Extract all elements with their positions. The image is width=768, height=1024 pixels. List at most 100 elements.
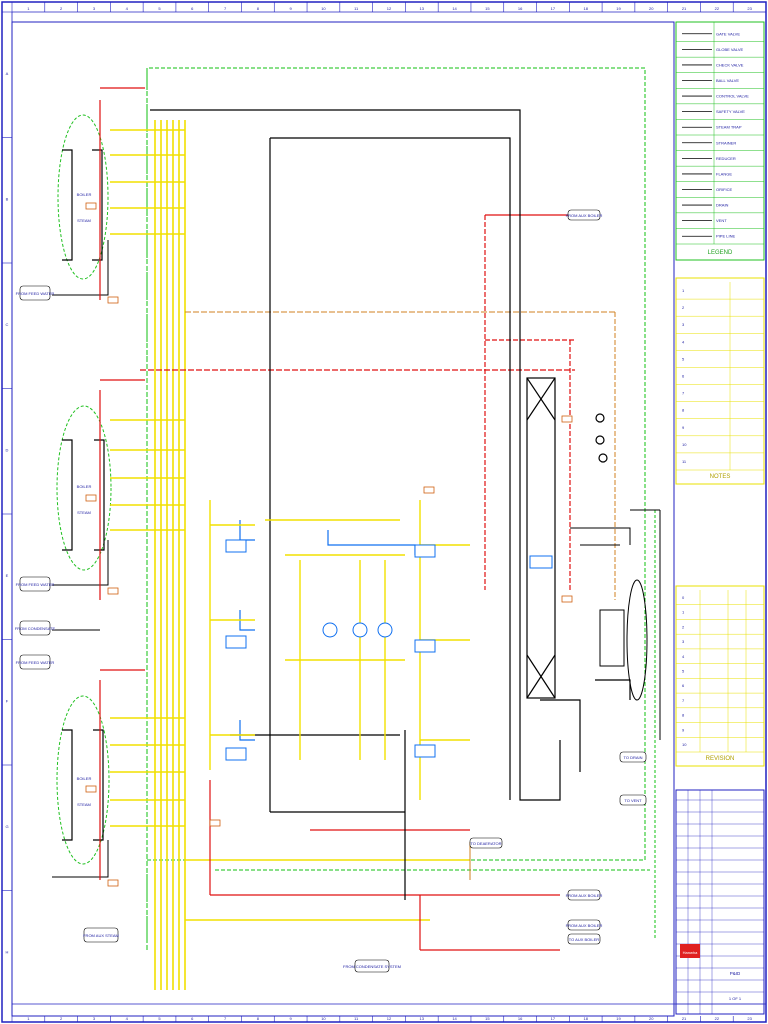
grid-col-label: 11 <box>354 6 359 11</box>
notes-row: 10 <box>682 442 687 447</box>
revision-row: 7 <box>682 698 685 703</box>
from-aux-steam: FROM AUX STEAM <box>83 933 119 938</box>
notes-panel <box>675 277 765 485</box>
from-aux-boiler-2: FROM AUX BOILER <box>566 893 603 898</box>
legend-row: CONTROL VALVE <box>716 94 749 99</box>
grid-col-label: 8 <box>257 1016 260 1021</box>
grid-col-label: 21 <box>682 6 687 11</box>
revision-row: 10 <box>682 742 687 747</box>
grid-col-label: 3 <box>93 6 96 11</box>
from-feed-mid: FROM FEED WATER <box>16 582 55 587</box>
company-logo <box>680 944 700 958</box>
grid-col-label: 1 <box>27 6 30 11</box>
legend-row: DRAIN <box>716 203 729 208</box>
revision-title: REVISION <box>706 756 735 762</box>
revision-row: 5 <box>682 669 685 674</box>
grid-col-label: 6 <box>191 1016 194 1021</box>
notes-row: 5 <box>682 356 685 361</box>
to-aux-boiler: TO AUX BOILER <box>569 937 599 942</box>
notes-row: 2 <box>682 305 685 310</box>
revision-row: 1 <box>682 610 685 615</box>
revision-row: 6 <box>682 683 685 688</box>
boiler-mid-label: BOILER <box>77 484 92 489</box>
from-feed-bot: FROM FEED WATER <box>16 660 55 665</box>
grid-col-label: 4 <box>126 1016 129 1021</box>
grid-col-label: 5 <box>158 1016 161 1021</box>
grid-row-label: D <box>6 447 9 452</box>
grid-col-label: 19 <box>616 1016 621 1021</box>
grid-col-label: 20 <box>649 1016 654 1021</box>
to-vent: TO VENT <box>624 798 642 803</box>
revision-row: 8 <box>682 713 685 718</box>
revision-row: 9 <box>682 727 685 732</box>
grid-col-label: 2 <box>60 1016 63 1021</box>
legend-row: VENT <box>716 218 727 223</box>
grid-col-label: 14 <box>452 6 457 11</box>
grid-row-label: G <box>5 824 8 829</box>
legend-row: STRAINER <box>716 140 736 145</box>
sheet-number: 1 OF 1 <box>729 996 742 1001</box>
revision-panel <box>675 585 765 767</box>
grid-col-label: 14 <box>452 1016 457 1021</box>
grid-col-label: 7 <box>224 1016 227 1021</box>
grid-col-label: 22 <box>715 6 720 11</box>
grid-col-label: 12 <box>387 1016 392 1021</box>
grid-col-label: 3 <box>93 1016 96 1021</box>
notes-row: 3 <box>682 322 685 327</box>
grid-col-label: 15 <box>485 1016 490 1021</box>
grid-col-label: 5 <box>158 6 161 11</box>
drain-lines <box>150 109 631 900</box>
grid-col-label: 6 <box>191 6 194 11</box>
notes-row: 4 <box>682 339 685 344</box>
deaerator <box>526 377 648 701</box>
to-deaerator: TO DEAERATOR <box>470 841 501 846</box>
grid-col-label: 18 <box>583 1016 588 1021</box>
boiler-top-label: BOILER <box>77 192 92 197</box>
legend-panel <box>675 21 765 261</box>
from-aux-boiler-3: FROM AUX BOILER <box>566 923 603 928</box>
from-cond-mid: FROM CONDENSATE <box>15 626 56 631</box>
to-drain: TO DRAIN <box>623 755 642 760</box>
grid-col-label: 23 <box>747 6 752 11</box>
legend-row: CHECK VALVE <box>716 62 744 67</box>
grid-col-label: 2 <box>60 6 63 11</box>
legend-row: REDUCER <box>716 156 736 161</box>
grid-row-label: E <box>6 573 9 578</box>
grid-col-label: 16 <box>518 6 523 11</box>
grid-col-label: 17 <box>551 1016 556 1021</box>
grid-col-label: 15 <box>485 6 490 11</box>
revision-row: 3 <box>682 639 685 644</box>
drawing-title: P&ID <box>730 971 741 976</box>
feedwater-header <box>146 67 656 950</box>
condensate-bundle <box>110 120 470 990</box>
boiler-mid-steam: STEAM <box>77 510 91 515</box>
grid-col-label: 9 <box>290 1016 293 1021</box>
grid-row-label: A <box>6 71 9 76</box>
boiler-top <box>57 114 109 280</box>
grid-col-label: 21 <box>682 1016 687 1021</box>
grid-col-label: 20 <box>649 6 654 11</box>
feed-inlet-labels: FROM FEED WATER FROM FEED WATER FROM CON… <box>15 285 119 943</box>
grid-row-label: B <box>6 196 9 201</box>
revision-row: 4 <box>682 654 685 659</box>
legend-row: ORIFICE <box>716 187 733 192</box>
chemical-lines <box>185 311 616 880</box>
grid-row-label: H <box>6 949 9 954</box>
notes-row: 9 <box>682 425 685 430</box>
grid-col-label: 8 <box>257 6 260 11</box>
notes-row: 6 <box>682 374 685 379</box>
legend-title: LEGEND <box>708 250 733 256</box>
notes-row: 8 <box>682 408 685 413</box>
revision-row: 0 <box>682 595 685 600</box>
legend-row: GATE VALVE <box>716 31 740 36</box>
notes-row: 11 <box>682 459 687 464</box>
legend-row: GLOBE VALVE <box>716 47 744 52</box>
from-aux-boiler-1: FROM AUX BOILER <box>566 213 603 218</box>
